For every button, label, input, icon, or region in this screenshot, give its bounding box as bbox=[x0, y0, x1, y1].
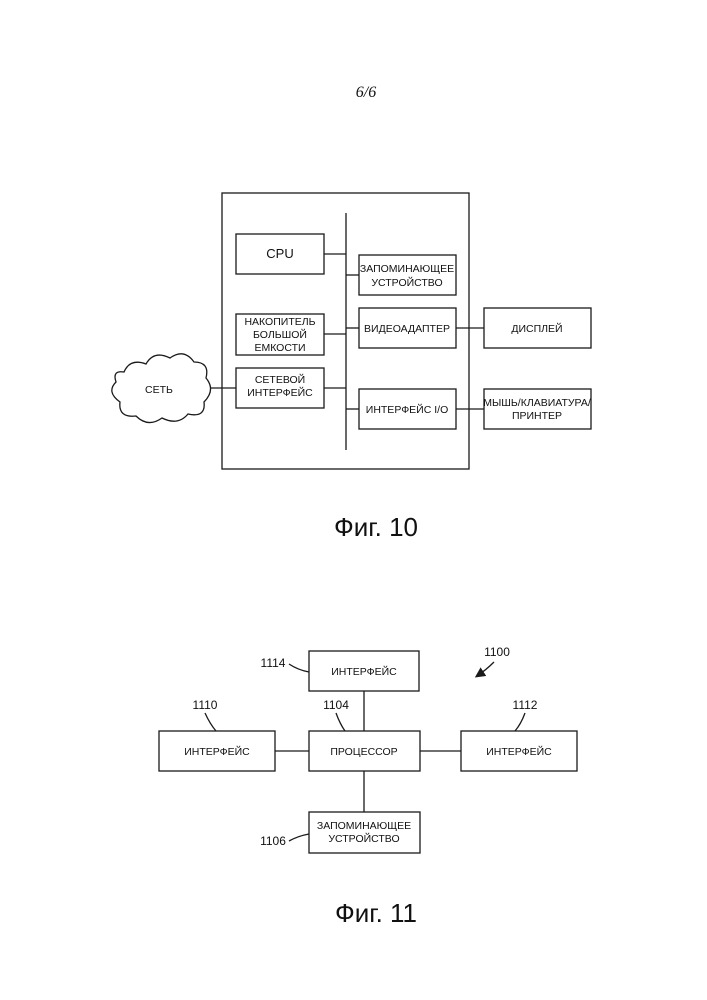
network-interface-label-2: ИНТЕРФЕЙС bbox=[247, 386, 313, 399]
interface-1114-label: ИНТЕРФЕЙС bbox=[331, 665, 397, 678]
fig11-caption: Фиг. 11 bbox=[335, 898, 417, 928]
fig11-diagram: ИНТЕРФЕЙС 1114 ИНТЕРФЕЙС 1110 ПРОЦЕССОР … bbox=[159, 645, 577, 853]
memory-1106-label-1: ЗАПОМИНАЮЩЕЕ bbox=[317, 820, 411, 832]
interface-1110-label: ИНТЕРФЕЙС bbox=[184, 745, 250, 758]
peripherals-label-2: ПРИНТЕР bbox=[512, 410, 562, 422]
mass-storage-label-2: БОЛЬШОЙ bbox=[253, 328, 307, 341]
ref-1100: 1100 bbox=[484, 645, 510, 659]
network-label: СЕТЬ bbox=[145, 384, 173, 396]
ref-1110: 1110 bbox=[193, 698, 218, 712]
peripherals-label-1: МЫШЬ/КЛАВИАТУРА/ bbox=[483, 397, 591, 409]
fig10-caption: Фиг. 10 bbox=[334, 512, 418, 542]
ref-1114: 1114 bbox=[261, 656, 286, 670]
mass-storage-label-3: ЕМКОСТИ bbox=[254, 342, 305, 354]
page-number: 6/6 bbox=[356, 84, 376, 101]
peripherals-box bbox=[484, 389, 591, 429]
fig10-diagram: CPU НАКОПИТЕЛЬ БОЛЬШОЙ ЕМКОСТИ СЕТЕВОЙ И… bbox=[112, 193, 591, 469]
ref-1106: 1106 bbox=[260, 834, 286, 848]
mass-storage-label-1: НАКОПИТЕЛЬ bbox=[244, 316, 315, 328]
network-interface-label-1: СЕТЕВОЙ bbox=[255, 373, 305, 386]
memory-label-2: УСТРОЙСТВО bbox=[371, 276, 442, 289]
ref-1104: 1104 bbox=[323, 698, 349, 712]
memory-box bbox=[359, 255, 456, 295]
ref-1100-arrow bbox=[477, 662, 494, 676]
display-label: ДИСПЛЕЙ bbox=[511, 322, 562, 335]
cpu-label: CPU bbox=[266, 246, 293, 261]
io-interface-label: ИНТЕРФЕЙС I/O bbox=[366, 403, 448, 416]
interface-1112-label: ИНТЕРФЕЙС bbox=[486, 745, 552, 758]
memory-1106-label-2: УСТРОЙСТВО bbox=[328, 832, 399, 845]
ref-1112: 1112 bbox=[513, 698, 538, 712]
processor-label: ПРОЦЕССОР bbox=[330, 746, 397, 758]
video-adapter-label: ВИДЕОАДАПТЕР bbox=[364, 323, 450, 335]
memory-label-1: ЗАПОМИНАЮЩЕЕ bbox=[360, 263, 454, 275]
